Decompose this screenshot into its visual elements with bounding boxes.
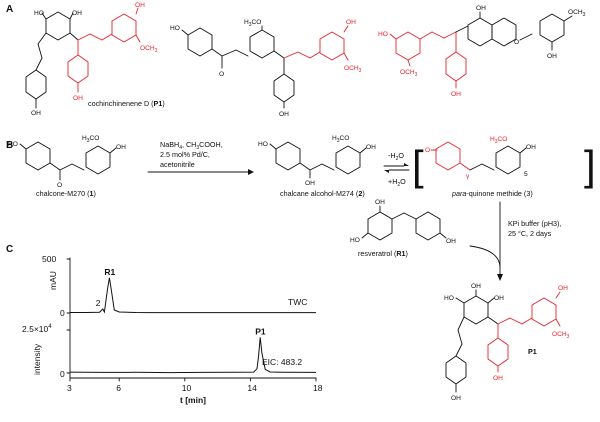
reaction-arrow-reduction: NaBH4, CH3COOH, 2.5 mol% Pd/C, acetonitr… [147,140,254,175]
atom-oh: OH [375,199,385,206]
atom-oh: OH [494,295,504,302]
atom-oh: OH [451,395,461,402]
x-tick-label: 10 [182,383,192,393]
label-resveratrol: resveratrol (R1) [358,249,408,258]
y-tick-500: 500 [42,254,56,264]
atom-oh: OH [346,19,356,26]
atom-oh: OH [526,144,536,151]
x-tick-label: 14 [247,383,257,393]
condition-minus-water: -H2O [388,151,404,162]
atom-oh: OH [366,144,376,151]
atom-h3co: H3CO [332,135,349,144]
structure-chalcane-alcohol: HO OH H3CO OH chalcane alcohol-M274 (2) [258,135,376,198]
atom-o: O [57,182,62,189]
atom-oh: OH [31,110,41,117]
x-tick-label: 3 [67,383,72,393]
peak-label-2: 2 [96,298,101,308]
chart-twc: mAU 500 0 TWC R1 2 [42,254,316,318]
peak-label-r1: R1 [104,267,115,277]
atom-ho: HO [8,141,18,148]
panel-label-c: C [6,244,13,255]
atom-och3: OCH3 [552,331,570,340]
atom-och3: OCH3 [140,45,158,54]
atom-h3co: H3CO [82,135,99,144]
atom-gamma: γ [466,173,470,180]
y-tick-0: 0 [60,308,65,318]
x-ticks: 3 6 10 14 18 [67,377,323,393]
atom-o: O [514,39,519,46]
label-p1-name: cochinchinenene D (P1) [88,99,165,108]
structure-cochinchinenene-d: HO OH OH OH OH OCH3 cochinchinenene D (P… [25,2,165,117]
condition-reduction-line3: acetonitrile [160,160,195,169]
structure-product-p1: OH HO OH OH OH OH OCH3 P1 [444,283,570,402]
structure-resveratrol: OH HO OH resveratrol (R1) [350,199,456,258]
chromatogram: mAU 500 0 TWC R1 2 intensity 2.5×104 0 EI… [22,254,323,405]
y-axis-label-mau: mAU [48,271,58,290]
atom-oh: OH [558,285,568,292]
atom-oh: OH [135,2,145,9]
atom-o: O [219,71,224,78]
atom-oh: OH [73,95,83,102]
condition-plus-water: +H2O [388,177,406,188]
condition-buffer-line2: 25 °C, 2 days [508,229,552,238]
chromatogram-trace [70,277,316,314]
atom-oh: OH [471,283,481,290]
atom-oh: OH [116,144,126,151]
peak-label-p1: P1 [255,326,266,336]
atom-oh: OH [72,10,82,17]
atom-oh: OH [493,375,503,382]
atom-och3: OCH3 [400,69,418,78]
y-tick-0-eic: 0 [60,369,65,379]
atom-ho: HO [170,25,180,32]
label-product: P1 [528,347,537,356]
x-tick-label: 6 [116,383,121,393]
x-axis-label: t [min] [180,395,206,405]
panel-label-b: B [6,140,13,151]
structure-dimer-chroman: HO OCH3 OH OH O OCH3 OH [378,5,586,98]
structure-quinone-methide: [ ] O γ H3CO OH 5 para-quinone methide (… [412,136,596,198]
bracket-left: [ [412,142,424,189]
atom-oh: OH [305,180,315,187]
atom-oh: OH [476,5,486,12]
atom-o: O [425,147,430,154]
atom-och3: OCH3 [344,65,362,74]
condition-reduction-line2: 2.5 mol% Pd/C, [160,150,210,159]
reaction-arrow-equilibrium: -H2O +H2O [383,151,410,188]
label-chalcane-alcohol: chalcane alcohol-M274 (2) [280,189,365,198]
atom-ho: HO [378,31,388,38]
atom-h3co: H3CO [490,136,507,145]
series-label-twc: TWC [288,297,307,307]
series-label-eic: EIC: 483.2 [262,357,302,367]
atom-oh: OH [451,91,461,98]
atom-position-5: 5 [524,171,528,178]
structure-chalcone: HO O H3CO OH chalcone-M270 (1) [8,135,126,198]
atom-oh: OH [279,111,289,118]
reaction-arrow-coupling: KPi buffer (pH3), 25 °C, 2 days [469,201,561,281]
y-axis-label-intensity: intensity [32,343,42,375]
label-chalcone: chalcone-M270 (1) [36,189,96,198]
atom-h3co: H3CO [244,19,261,28]
atom-ho: HO [350,237,360,244]
chart-eic: intensity 2.5×104 0 EIC: 483.2 P1 [22,324,317,379]
panel-label-a: A [6,4,13,15]
x-tick-label: 18 [313,383,323,393]
label-quinone-methide: para-quinone methide (3) [451,189,533,198]
condition-reduction-line1: NaBH4, CH3COOH, [160,140,223,151]
atom-ho: HO [258,141,268,148]
atom-och3: OCH3 [568,9,586,18]
condition-buffer-line1: KPi buffer (pH3), [508,219,561,228]
atom-ho: HO [444,295,454,302]
atom-oh: OH [446,238,456,245]
chromatogram-trace [69,337,317,374]
atom-ho: HO [34,10,44,17]
atom-oh: OH [547,53,557,60]
bracket-right: ] [584,142,596,189]
structure-dimer-ketone: HO O H3CO OH OH OCH3 [170,19,362,118]
y-tick-25000: 2.5×104 [22,324,52,334]
